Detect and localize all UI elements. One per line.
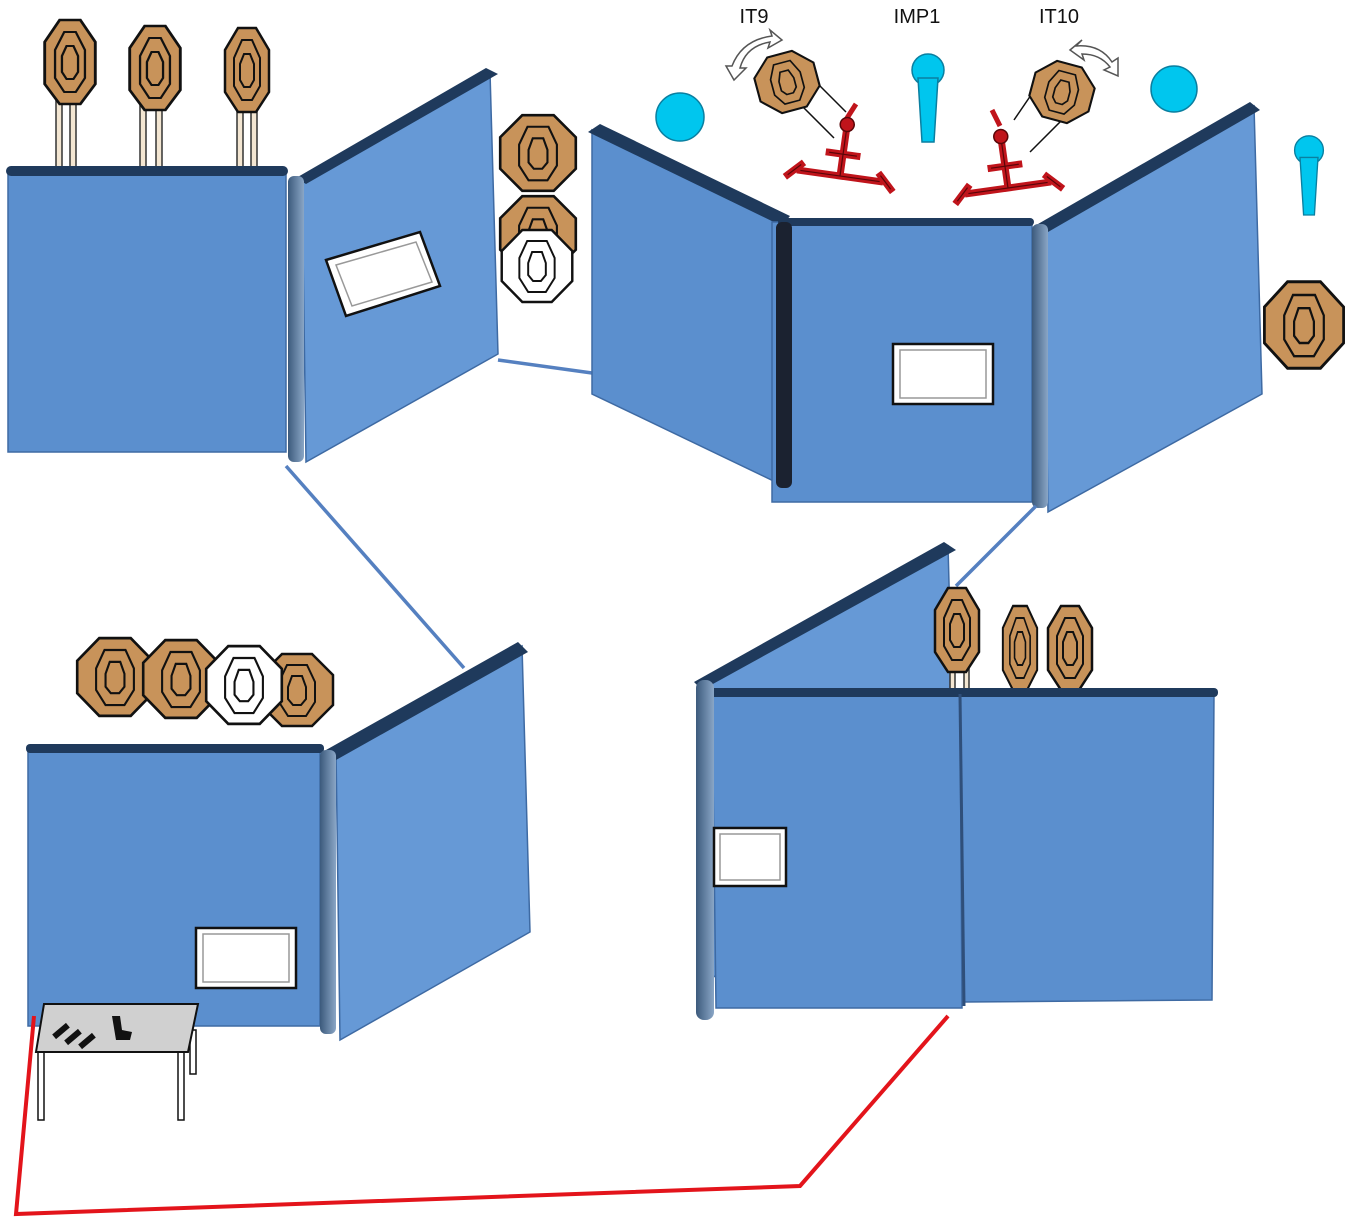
label-it9: IT9 [740, 6, 769, 28]
fault-line [284, 464, 466, 670]
plate-icon [1150, 65, 1198, 113]
wall-top-edge [296, 68, 498, 184]
paper-target-3 [223, 26, 271, 114]
popper-icon [1293, 135, 1325, 216]
rotate-arrow-icon [724, 27, 784, 82]
wall-top-edge [6, 166, 288, 176]
wall-top-edge [588, 124, 790, 226]
magazine-icon [52, 1022, 96, 1050]
paper-target-it9 [748, 45, 826, 119]
paper-target-10 [933, 586, 981, 674]
swinger-it9 [748, 45, 900, 189]
popper-imp1 [911, 53, 945, 143]
wall-edge [776, 222, 792, 488]
fault-line [954, 504, 1038, 588]
bay-top-left [6, 18, 499, 464]
window-port [194, 926, 298, 990]
paper-target-it10 [1023, 55, 1101, 129]
wall-edge [1032, 224, 1048, 508]
paper-target-1 [43, 18, 97, 106]
wall-top-edge [694, 542, 956, 690]
wall-top-edge [708, 688, 1218, 697]
pistol-icon [112, 1016, 132, 1040]
wall-top-edge [1038, 102, 1260, 232]
label-it10: IT10 [1039, 6, 1079, 28]
wall-panel [591, 128, 785, 488]
window-port [324, 230, 442, 318]
no-shoot-1 [500, 228, 574, 304]
paper-target-6 [1262, 280, 1346, 370]
fault-line [497, 358, 593, 375]
wall-panel [7, 169, 287, 453]
wall-top-edge [26, 744, 324, 753]
wall-edge [320, 750, 336, 1034]
paper-target-8 [75, 636, 155, 718]
bay-top-right: IT9 IMP1 IT10 [588, 6, 1346, 514]
paper-target-12 [1046, 604, 1094, 692]
bay-bottom-right [694, 542, 1218, 1020]
paper-target-2 [128, 24, 182, 112]
wall-top-edge [326, 642, 528, 760]
wall-top-edge [778, 218, 1034, 226]
no-shoot-2 [204, 644, 284, 726]
label-imp1: IMP1 [894, 6, 941, 28]
window-port [712, 826, 788, 888]
wall-edge [696, 680, 714, 1020]
shooter-path [13, 1014, 950, 1217]
swinger-it10 [948, 55, 1101, 201]
wall-edge [288, 176, 304, 462]
bay-bottom-left [26, 636, 531, 1121]
target-stack [498, 113, 578, 304]
paper-target-4 [498, 113, 578, 193]
plate-icon [655, 92, 705, 142]
wall-panel [959, 693, 1215, 1003]
table-icon [34, 1003, 200, 1121]
paper-target-11 [1001, 604, 1039, 692]
window-port [891, 342, 995, 406]
rotate-arrow-icon [1068, 39, 1119, 78]
